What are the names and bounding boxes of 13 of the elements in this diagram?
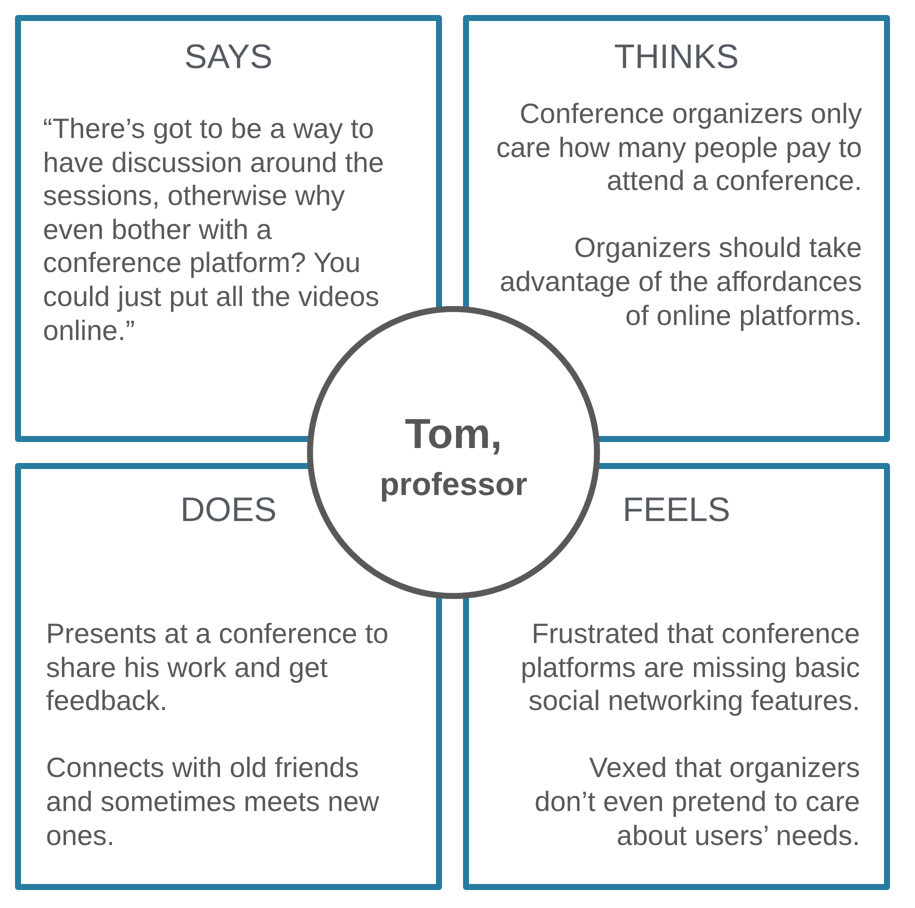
section-heading: DOES bbox=[180, 490, 277, 530]
body-text: Frustrated that conference platforms are missing basic social networking features. bbox=[520, 617, 860, 718]
body-text: Vexed that organizers don’t even pretend to care about users’ needs. bbox=[534, 751, 860, 852]
section-heading: THINKS bbox=[614, 37, 739, 77]
body-text: Presents at a conference to share his work and get feedback. bbox=[46, 617, 390, 718]
body-text: Organizers should take advantage of the affordances of online platforms. bbox=[498, 231, 862, 332]
section-heading: SAYS bbox=[184, 37, 273, 77]
section-heading: FEELS bbox=[622, 490, 730, 530]
body-text: “There’s got to be a way to have discussion around the sessions, otherwise why even bother with a conference platform? You could just put all the videos online.” bbox=[43, 112, 385, 348]
persona-role: professor bbox=[380, 466, 528, 502]
body-text: Conference organizers only care how many people pay to attend a conference. bbox=[495, 97, 862, 198]
persona-name: Tom, bbox=[404, 410, 502, 458]
body-text: Connects with old friends and sometimes meets new ones. bbox=[46, 751, 380, 852]
